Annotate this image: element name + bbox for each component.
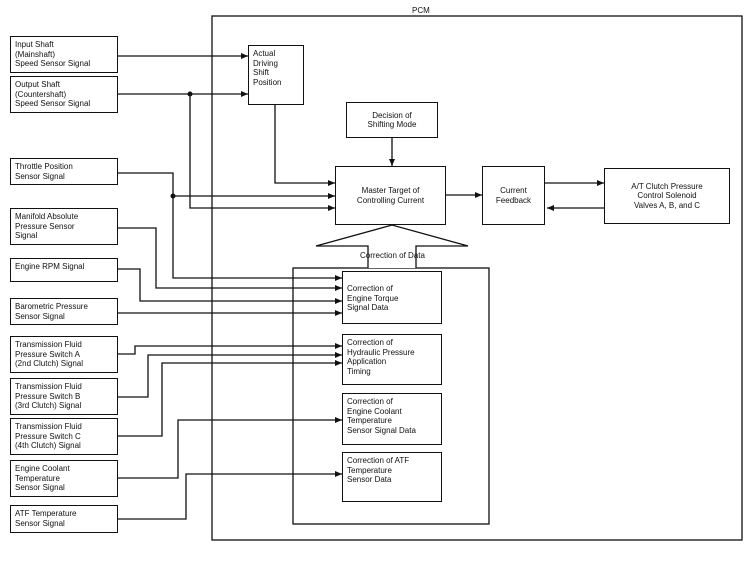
correction-hydraulic-box: Correction of Hydraulic Pressure Applica… <box>342 334 442 385</box>
wire-atf <box>118 471 342 520</box>
wire-map <box>118 227 342 291</box>
decision-mode-box: Decision of Shifting Mode <box>346 102 438 138</box>
wire-coolant <box>118 417 342 479</box>
switch-a-box: Transmission Fluid Pressure Switch A (2n… <box>10 336 118 373</box>
engine-rpm-box: Engine RPM Signal <box>10 258 118 282</box>
coolant-temp-box: Engine Coolant Temperature Sensor Signal <box>10 460 118 497</box>
junction-output-shaft <box>187 91 193 97</box>
throttle-position-box: Throttle Position Sensor Signal <box>10 158 118 185</box>
wire-switch-b <box>118 352 342 398</box>
pcm-label: PCM <box>412 6 430 15</box>
wire-switch-c <box>118 360 342 437</box>
correction-arrow <box>315 224 469 268</box>
barometric-box: Barometric Pressure Sensor Signal <box>10 298 118 325</box>
junction-throttle <box>170 193 176 199</box>
input-shaft-box: Input Shaft (Mainshaft) Speed Sensor Sig… <box>10 36 118 73</box>
wire-shift-to-master <box>274 105 335 186</box>
solenoid-valves-box: A/T Clutch Pressure Control Solenoid Val… <box>604 168 730 224</box>
correction-of-data-label: Correction of Data <box>360 251 425 260</box>
wire-switch-a <box>118 343 342 355</box>
correction-coolant-box: Correction of Engine Coolant Temperature… <box>342 393 442 445</box>
master-target-box: Master Target of Controlling Current <box>335 166 446 225</box>
actual-shift-box: Actual Driving Shift Position <box>248 45 304 105</box>
wire-rpm <box>118 268 342 304</box>
atf-temp-box: ATF Temperature Sensor Signal <box>10 505 118 533</box>
wire-output-to-master <box>189 94 335 211</box>
wire-throttle-to-master <box>118 172 335 199</box>
output-shaft-box: Output Shaft (Countershaft) Speed Sensor… <box>10 76 118 113</box>
wire-throttle-to-torque <box>172 196 342 281</box>
current-feedback-box: Current Feedback <box>482 166 545 225</box>
switch-b-box: Transmission Fluid Pressure Switch B (3r… <box>10 378 118 415</box>
correction-atf-box: Correction of ATF Temperature Sensor Dat… <box>342 452 442 502</box>
switch-c-box: Transmission Fluid Pressure Switch C (4t… <box>10 418 118 455</box>
correction-torque-box: Correction of Engine Torque Signal Data <box>342 271 442 324</box>
map-sensor-box: Manifold Absolute Pressure Sensor Signal <box>10 208 118 245</box>
